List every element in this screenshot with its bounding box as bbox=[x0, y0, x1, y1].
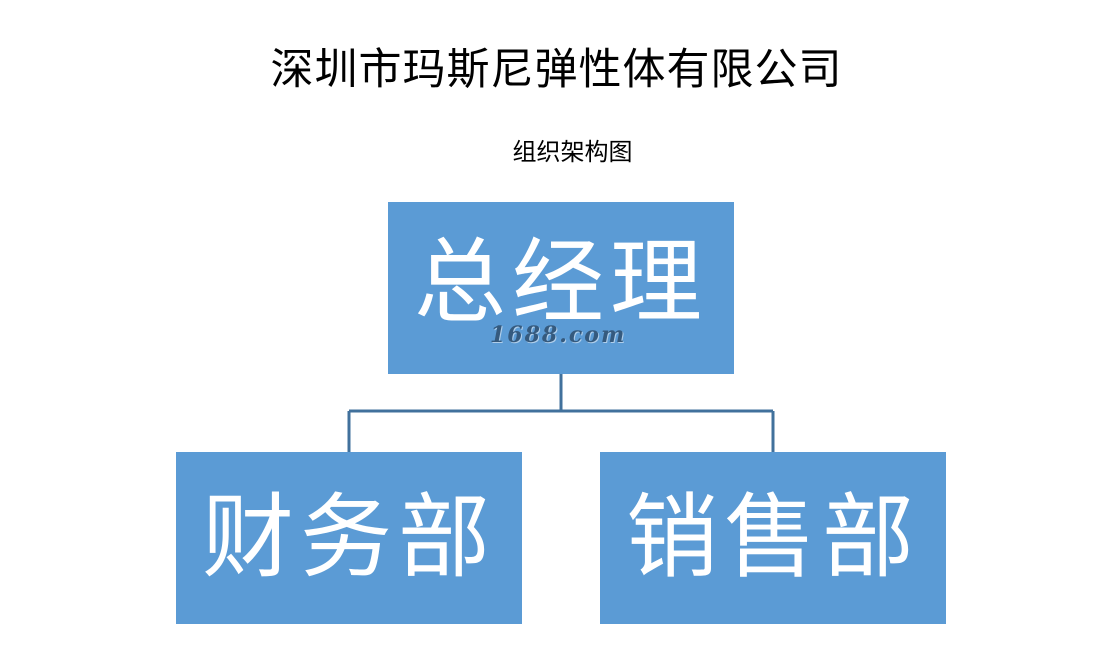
node-general-manager-label: 总经理 bbox=[413, 229, 708, 336]
node-finance-department: 财务部 bbox=[176, 452, 522, 624]
node-sales-department-label: 销售部 bbox=[625, 484, 920, 591]
node-sales-department: 销售部 bbox=[600, 452, 946, 624]
company-title: 深圳市玛斯尼弹性体有限公司 bbox=[270, 45, 843, 95]
node-finance-department-label: 财务部 bbox=[201, 484, 496, 591]
chart-subtitle: 组织架构图 bbox=[512, 138, 633, 166]
watermark-logo: 1688.com bbox=[490, 322, 627, 348]
node-general-manager: 总经理 bbox=[388, 202, 734, 374]
